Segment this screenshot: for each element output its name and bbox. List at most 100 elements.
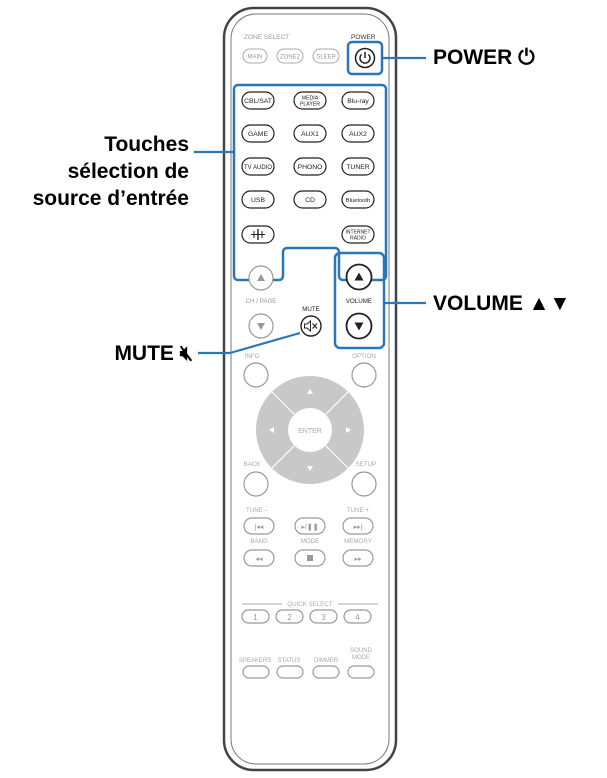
main-label: MAIN: [248, 55, 263, 61]
mute-callout: MUTE 🔇︎: [114, 342, 193, 365]
setup-button[interactable]: [351, 471, 377, 497]
volume-up-button[interactable]: [345, 263, 373, 291]
status-button[interactable]: [276, 665, 304, 679]
dimmer-label: DIMMER: [314, 658, 339, 664]
tune-plus-label: TUNE +: [347, 507, 370, 514]
band-label: BAND: [250, 538, 268, 545]
zone2-label: ZONE2: [280, 55, 301, 61]
source-usb-button[interactable]: USB: [241, 190, 275, 209]
enter-button[interactable]: ENTER: [288, 408, 332, 452]
remote-inner: [230, 13, 390, 765]
volume-down-button[interactable]: [345, 312, 373, 340]
sleep-label: SLEEP: [316, 55, 335, 61]
source-bluetooth-label: Bluetooth: [346, 198, 371, 204]
quick-select-label: QUICK SELECT: [287, 601, 333, 608]
internet-radio-line1: INTERNET: [346, 230, 371, 236]
triangle-up-icon: [354, 272, 364, 281]
quick-select-2-button[interactable]: 2: [275, 609, 304, 624]
triangle-down-icon: [257, 323, 265, 330]
media-player-line1: MEDIA: [302, 96, 319, 102]
previous-button[interactable]: |◂◂: [243, 517, 275, 535]
volume-highlight: [333, 251, 386, 350]
source-blu-ray-button[interactable]: Blu-ray: [341, 91, 375, 110]
ch-page-label: CH / PAGE: [246, 298, 277, 305]
play-pause-button[interactable]: ▸/❚❚: [294, 517, 326, 535]
back-label: BACK: [244, 461, 262, 468]
source-cbl-sat-button[interactable]: CBL/SAT: [241, 91, 275, 110]
sound-mode-button[interactable]: [347, 665, 375, 679]
source-game-button[interactable]: GAME: [241, 124, 275, 143]
mute-small-label: MUTE: [302, 306, 320, 313]
dpad-down-icon: [307, 466, 313, 471]
source-media-player-button[interactable]: MEDIA PLAYER: [293, 91, 327, 110]
quick-select-4-label: 4: [355, 613, 360, 622]
fast-forward-button[interactable]: ▸▸: [342, 549, 374, 567]
source-callout: Touches sélection de source d’entrée: [33, 131, 189, 212]
source-heos-button[interactable]: [241, 225, 275, 244]
mute-callout-leader: [229, 331, 301, 355]
previous-icon: |◂◂: [255, 524, 264, 531]
power-icon: [359, 52, 371, 64]
source-tv-audio-label: TV AUDIO: [244, 165, 272, 171]
source-bluetooth-button[interactable]: Bluetooth: [341, 190, 375, 209]
source-cbl-sat-label: CBL/SAT: [244, 98, 272, 105]
internet-radio-line2: RADIO: [350, 236, 366, 242]
source-cd-button[interactable]: CD: [293, 190, 327, 209]
back-button[interactable]: [243, 471, 269, 497]
quick-select-2-label: 2: [287, 613, 292, 622]
mode-label: MODE: [301, 538, 320, 545]
info-button[interactable]: [243, 362, 269, 388]
setup-label: SETUP: [356, 461, 377, 468]
ch-page-up-button[interactable]: [248, 265, 274, 291]
mute-icon: [304, 319, 318, 333]
sleep-button[interactable]: SLEEP: [312, 48, 340, 64]
quick-select-3-button[interactable]: 3: [309, 609, 338, 624]
source-tuner-button[interactable]: TUNER: [341, 157, 375, 176]
dpad-left-icon: [269, 427, 274, 433]
fast-forward-icon: ▸▸: [354, 556, 362, 563]
source-internet-radio-button[interactable]: INTERNET RADIO: [341, 225, 375, 244]
option-label: OPTION: [352, 353, 376, 360]
rewind-icon: ◂◂: [255, 556, 263, 563]
source-aux2-button[interactable]: AUX2: [341, 124, 375, 143]
main-button[interactable]: MAIN: [242, 48, 268, 64]
source-aux1-button[interactable]: AUX1: [293, 124, 327, 143]
triangle-down-icon: [354, 322, 364, 331]
power-small-label: POWER: [351, 34, 376, 41]
status-label: STATUS: [278, 658, 301, 664]
quick-select-1-button[interactable]: 1: [241, 609, 270, 624]
source-game-label: GAME: [248, 131, 268, 138]
source-blu-ray-label: Blu-ray: [347, 98, 369, 105]
next-button[interactable]: ▸▸|: [342, 517, 374, 535]
source-phono-button[interactable]: PHONO: [293, 157, 327, 176]
zone2-button[interactable]: ZONE2: [276, 48, 304, 64]
info-label: INFO: [245, 353, 260, 360]
next-icon: ▸▸|: [354, 524, 363, 531]
source-aux2-label: AUX2: [349, 131, 367, 138]
quick-select-4-button[interactable]: 4: [343, 609, 372, 624]
heos-icon: [251, 229, 265, 240]
mute-button[interactable]: [300, 315, 322, 337]
option-button[interactable]: [351, 362, 377, 388]
source-aux1-label: AUX1: [301, 131, 319, 138]
memory-label: MEMORY: [344, 538, 372, 545]
source-tv-audio-button[interactable]: TV AUDIO: [241, 157, 275, 176]
source-phono-label: PHONO: [298, 164, 323, 171]
stop-icon: [307, 555, 313, 561]
dpad-up-icon: [307, 389, 313, 394]
stop-button[interactable]: [294, 549, 326, 567]
speakers-button[interactable]: [242, 665, 270, 679]
source-callout-line3: source d’entrée: [32, 187, 189, 210]
play-pause-icon: ▸/❚❚: [301, 523, 318, 531]
source-tuner-label: TUNER: [346, 164, 370, 171]
sound-mode-line1: SOUND: [350, 648, 372, 654]
quick-select-1-label: 1: [253, 613, 258, 622]
ch-page-down-button[interactable]: [248, 313, 274, 339]
dimmer-button[interactable]: [312, 665, 340, 679]
enter-label: ENTER: [298, 428, 322, 435]
power-button[interactable]: [354, 47, 376, 69]
rewind-button[interactable]: ◂◂: [243, 549, 275, 567]
volume-callout: VOLUME ▲▼: [433, 292, 571, 315]
triangle-up-icon: [257, 274, 265, 281]
